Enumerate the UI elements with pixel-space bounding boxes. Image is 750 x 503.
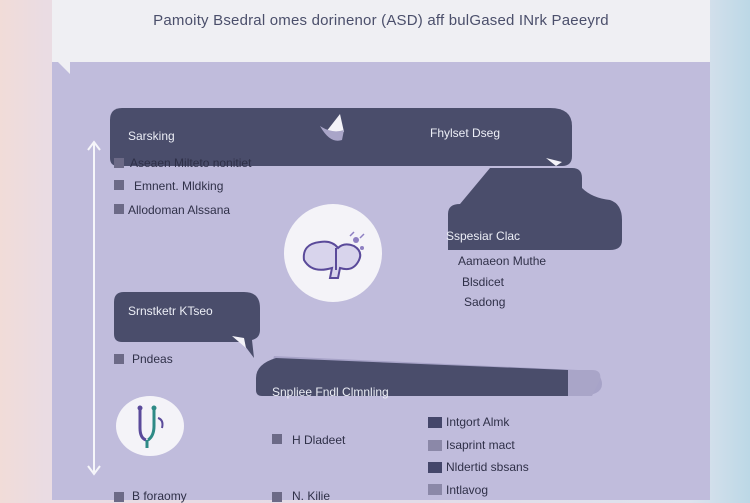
- list-item: N. Kilie: [292, 489, 331, 503]
- node-label-left-mid: Srnstketr KTseo: [128, 304, 213, 318]
- bullet-square: [114, 204, 124, 214]
- bottom-flow-bar: [256, 356, 602, 396]
- bullet-square: [272, 492, 282, 502]
- node-label-bottom: Snpliee Fndl Clmnling: [272, 385, 389, 399]
- list-item: Intgort Almk: [446, 415, 510, 429]
- list-item: Isaprint mact: [446, 438, 515, 452]
- list-item: B foraomy: [132, 489, 187, 503]
- stethoscope-icon-circle: [116, 396, 184, 456]
- top-flow-bar: [110, 108, 622, 250]
- left-mid-bar: [114, 292, 260, 358]
- list-item: Nldertid sbsans: [446, 460, 529, 474]
- list-item: Aamaeon Muthe: [458, 254, 547, 268]
- list-item: Emnent. Mldking: [134, 179, 224, 193]
- bullet-square: [428, 440, 442, 451]
- bullet-square: [428, 417, 442, 428]
- node-label-right-mid: Sspesiar Clac: [446, 229, 521, 243]
- bullet-square: [272, 434, 282, 444]
- header-band: [52, 0, 710, 62]
- bullet-square: [114, 158, 124, 168]
- list-item: Allodoman Alssana: [128, 203, 231, 217]
- header-corner: [52, 56, 70, 74]
- list-item: Intlavog: [446, 483, 489, 497]
- bullet-square: [428, 484, 442, 495]
- brain-organ-icon: [302, 231, 365, 279]
- bullet-square: [114, 492, 124, 502]
- list-item: Pndeas: [132, 352, 173, 366]
- node-label-top-right: Fhylset Dseg: [430, 126, 501, 140]
- bullet-square: [428, 462, 442, 473]
- list-item: Sadong: [464, 295, 506, 309]
- list-item: Blsdicet: [462, 275, 505, 289]
- double-arrow-icon: [87, 140, 101, 476]
- bullet-square: [114, 180, 124, 190]
- list-item: H Dladeet: [292, 433, 346, 447]
- page-title: Pamoity Bsedral omes dorinenor (ASD) aff…: [153, 12, 609, 29]
- list-item: Aseaen Milteto nonitiet: [130, 156, 252, 170]
- bullet-square: [114, 354, 124, 364]
- node-label-top-left: Sarsking: [128, 129, 175, 143]
- stethoscope-icon: [137, 405, 164, 448]
